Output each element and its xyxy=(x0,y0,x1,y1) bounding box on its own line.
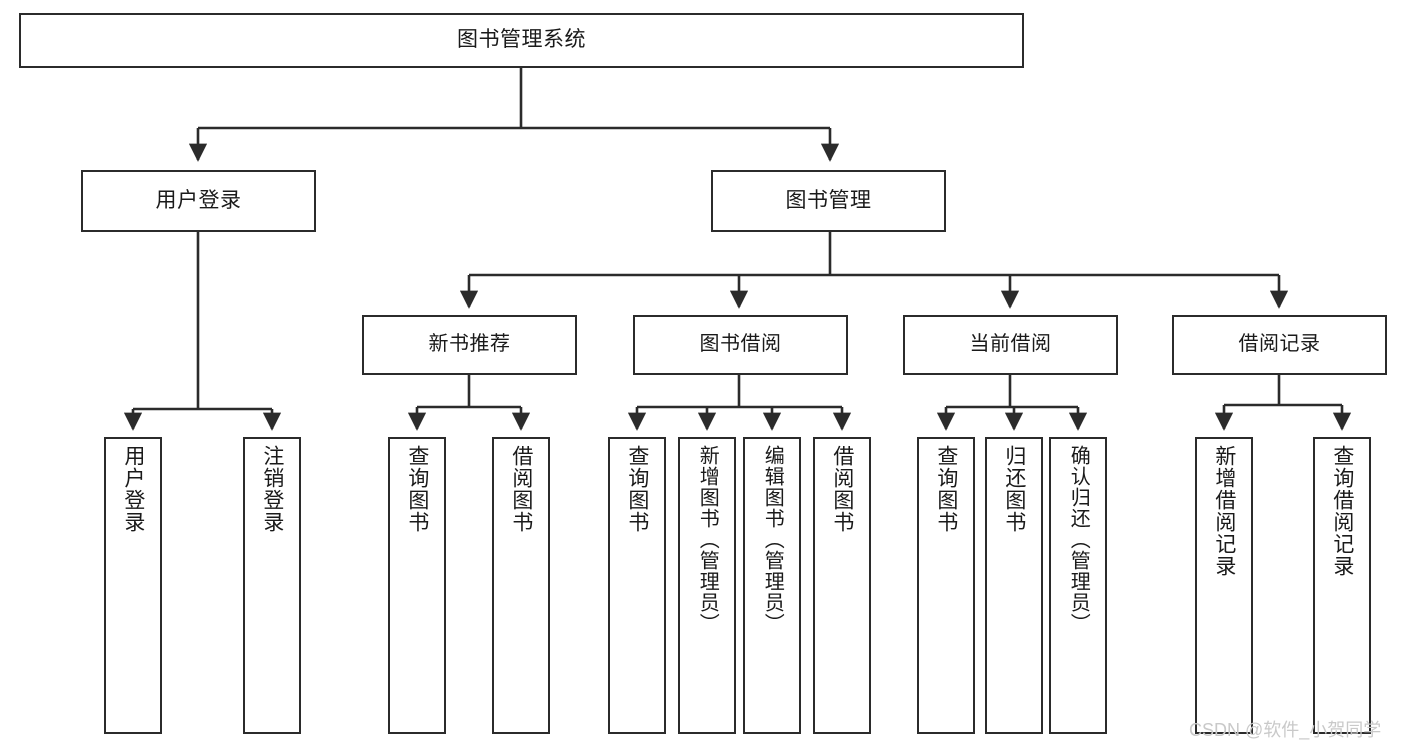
leaf-user-login-logout[interactable]: 注销登录 xyxy=(243,437,301,734)
node-label: 新增图书（管理员） xyxy=(696,445,719,634)
node-label: 图书借阅 xyxy=(699,333,782,356)
node-label: 借阅图书 xyxy=(830,445,854,533)
leaf-recommend-query-book[interactable]: 查询图书 xyxy=(388,437,446,734)
leaf-record-query-record[interactable]: 查询借阅记录 xyxy=(1313,437,1371,734)
node-label: 图书管理系统 xyxy=(457,28,586,52)
node-borrow-record[interactable]: 借阅记录 xyxy=(1172,315,1387,375)
leaf-user-login-login[interactable]: 用户登录 xyxy=(104,437,162,734)
node-label: 查询图书 xyxy=(625,445,649,533)
node-label: 查询借阅记录 xyxy=(1330,445,1354,577)
node-label: 新增借阅记录 xyxy=(1212,445,1236,577)
node-current-borrow[interactable]: 当前借阅 xyxy=(903,315,1118,375)
leaf-borrow-borrow-book[interactable]: 借阅图书 xyxy=(813,437,871,734)
leaf-current-return-book[interactable]: 归还图书 xyxy=(985,437,1043,734)
leaf-current-query-book[interactable]: 查询图书 xyxy=(917,437,975,734)
node-label: 用户登录 xyxy=(155,188,242,212)
node-label: 当前借阅 xyxy=(969,333,1052,356)
node-label: 图书管理 xyxy=(785,188,872,212)
node-user-login[interactable]: 用户登录 xyxy=(81,170,316,232)
leaf-record-add-record[interactable]: 新增借阅记录 xyxy=(1195,437,1253,734)
node-new-book-recommend[interactable]: 新书推荐 xyxy=(362,315,577,375)
node-label: 用户登录 xyxy=(121,445,145,533)
leaf-borrow-edit-book-admin[interactable]: 编辑图书（管理员） xyxy=(743,437,801,734)
node-label: 编辑图书（管理员） xyxy=(761,445,784,634)
node-root-system[interactable]: 图书管理系统 xyxy=(19,13,1024,68)
leaf-borrow-add-book-admin[interactable]: 新增图书（管理员） xyxy=(678,437,736,734)
node-label: 借阅图书 xyxy=(509,445,533,533)
watermark: CSDN @软件_小贺同学 xyxy=(1189,720,1382,740)
leaf-borrow-query-book[interactable]: 查询图书 xyxy=(608,437,666,734)
leaf-recommend-borrow-book[interactable]: 借阅图书 xyxy=(492,437,550,734)
node-label: 新书推荐 xyxy=(428,333,511,356)
node-label: 借阅记录 xyxy=(1238,333,1321,356)
node-book-borrow[interactable]: 图书借阅 xyxy=(633,315,848,375)
node-label: 查询图书 xyxy=(405,445,429,533)
leaf-current-confirm-return-admin[interactable]: 确认归还（管理员） xyxy=(1049,437,1107,734)
node-label: 注销登录 xyxy=(260,445,284,533)
node-label: 查询图书 xyxy=(934,445,958,533)
node-label: 归还图书 xyxy=(1002,445,1026,533)
node-label: 确认归还（管理员） xyxy=(1067,445,1090,634)
node-book-management[interactable]: 图书管理 xyxy=(711,170,946,232)
